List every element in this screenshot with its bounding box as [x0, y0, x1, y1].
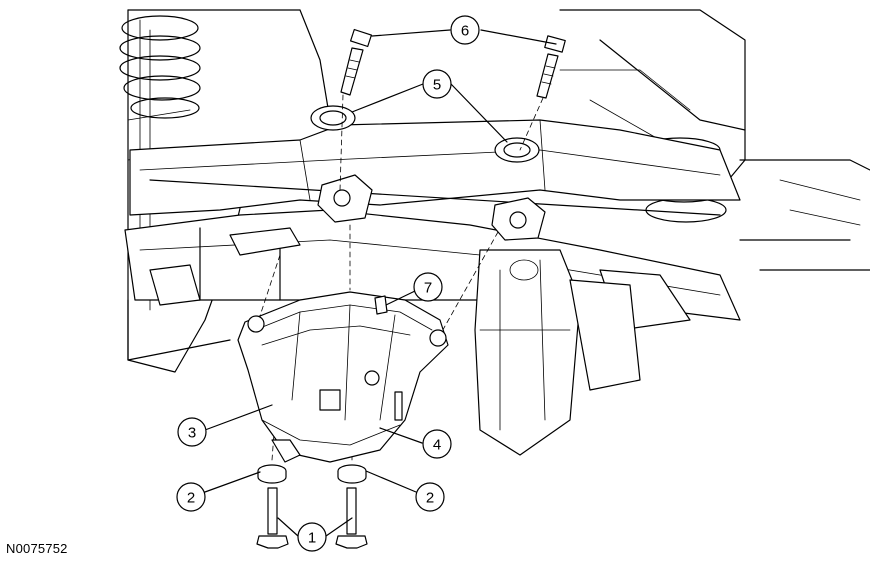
callout-1-label: 1: [308, 530, 316, 547]
upper-bolt-right: [536, 35, 566, 99]
figure-id: N0075752: [6, 541, 68, 556]
callout-2-right-label: 2: [426, 490, 434, 507]
callout-3: 3: [177, 417, 207, 447]
callout-2-left: 2: [176, 482, 206, 512]
callout-4-label: 4: [433, 437, 441, 454]
callout-1: 1: [297, 522, 327, 552]
bushing-right: [494, 137, 540, 163]
callout-5-label: 5: [433, 77, 441, 94]
washer-left: [257, 464, 287, 484]
lower-bolt-right: [335, 487, 368, 549]
lower-bolt-left: [256, 487, 289, 549]
callout-6-label: 6: [461, 23, 469, 40]
bushing-left: [310, 105, 356, 131]
washer-right: [337, 464, 367, 484]
left-coil-spring: [119, 15, 201, 119]
callout-2-right: 2: [415, 482, 445, 512]
leader-lines: [204, 29, 557, 537]
rear-subframe-drawing: [119, 9, 870, 456]
callout-6: 6: [450, 15, 480, 45]
callout-7-label: 7: [424, 280, 432, 297]
callout-4: 4: [422, 429, 452, 459]
callout-5: 5: [422, 69, 452, 99]
rear-differential: [237, 291, 449, 463]
callout-7: 7: [413, 272, 443, 302]
callout-3-label: 3: [188, 425, 196, 442]
callout-2-left-label: 2: [187, 490, 195, 507]
upper-bolt-left: [340, 28, 373, 96]
